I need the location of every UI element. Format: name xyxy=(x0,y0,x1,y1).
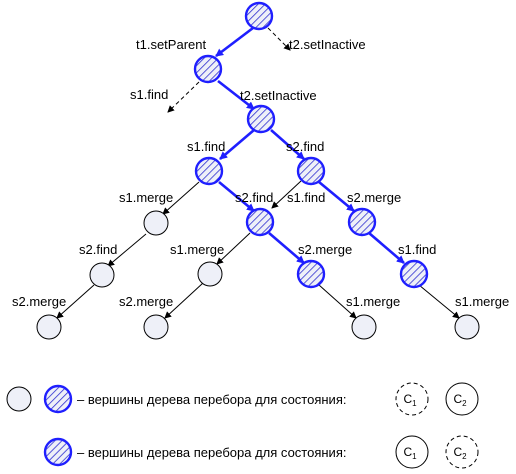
edge-n4-to-n5 xyxy=(271,180,302,209)
edge-n2-to-n3 xyxy=(219,129,255,160)
legend-state-c2-dashed: C2 xyxy=(445,435,479,469)
legend-state-c1-dashed: C1 xyxy=(395,382,429,416)
node-g5 xyxy=(143,314,169,340)
label-s2-merge-a: s2.merge xyxy=(347,190,401,205)
legend: – вершины дерева перебора для состояния:… xyxy=(6,382,479,469)
node-g7 xyxy=(454,314,480,340)
node-n7 xyxy=(347,207,377,237)
svg-text:C2: C2 xyxy=(453,392,467,408)
legend-hatched-node-row1 xyxy=(43,384,73,414)
svg-text:C1: C1 xyxy=(403,392,417,408)
node-n5 xyxy=(245,207,275,237)
tree-nodes xyxy=(36,1,480,340)
edge-n3-to-n5 xyxy=(218,180,255,213)
legend-plain-node xyxy=(6,386,32,412)
legend-state-c2-solid: C2 xyxy=(445,382,479,416)
label-s2-find-a: s2.find xyxy=(286,139,324,154)
edge-n1-to-n2 xyxy=(217,79,255,111)
node-n4 xyxy=(296,156,326,186)
label-s1-merge-d: s1.merge xyxy=(455,294,509,309)
edge-n6-to-g6 xyxy=(318,284,357,319)
label-t1-setparent: t1.setParent xyxy=(136,37,206,52)
edge-n1-to-dangling xyxy=(167,81,200,113)
label-s2-merge-b: s2.merge xyxy=(298,242,352,257)
node-g3 xyxy=(36,314,62,340)
edge-g1-to-g2 xyxy=(107,233,147,267)
edge-n7-to-n8 xyxy=(368,232,405,264)
node-root xyxy=(244,1,274,31)
legend-row2-text: – вершины дерева перебора для состояния: xyxy=(77,445,346,460)
label-s2-merge-d: s2.merge xyxy=(119,294,173,309)
node-g2 xyxy=(89,262,115,288)
label-s2-find-b: s2.find xyxy=(235,190,273,205)
node-n6 xyxy=(296,259,326,289)
label-s2-merge-c: s2.merge xyxy=(12,294,66,309)
edge-n5-to-n6 xyxy=(268,232,305,264)
label-s1-find-left: s1.find xyxy=(130,87,168,102)
svg-text:C2: C2 xyxy=(453,445,467,461)
edge-n4-to-n7 xyxy=(318,180,355,213)
label-s1-find-c: s1.find xyxy=(398,242,436,257)
edge-g2-to-g3 xyxy=(56,284,95,319)
svg-text:C1: C1 xyxy=(403,445,417,461)
edge-root-to-n1 xyxy=(215,26,254,58)
node-g1 xyxy=(143,210,169,236)
node-n3 xyxy=(194,156,224,186)
edge-n3-to-g1 xyxy=(162,181,200,215)
highlighted-edges xyxy=(215,26,405,264)
label-s1-merge-b: s1.merge xyxy=(170,242,224,257)
label-t2-setinactive-top: t2.setInactive xyxy=(289,37,366,52)
edge-labels: t1.setParent t2.setInactive s1.find t2.s… xyxy=(12,37,509,309)
node-g6 xyxy=(351,314,377,340)
dashed-edges xyxy=(167,27,291,113)
edge-n2-to-n4 xyxy=(270,129,305,160)
label-s1-merge-a: s1.merge xyxy=(119,190,173,205)
edge-n5-to-g4 xyxy=(216,232,251,265)
legend-row1-text: – вершины дерева перебора для состояния: xyxy=(77,392,346,407)
legend-state-c1-solid: C1 xyxy=(395,435,429,469)
label-s1-merge-c: s1.merge xyxy=(346,294,400,309)
regular-edges xyxy=(56,180,460,319)
label-s2-find-c: s2.find xyxy=(79,242,117,257)
legend-hatched-node-row2 xyxy=(43,437,73,467)
node-n1 xyxy=(193,54,223,84)
node-n8 xyxy=(399,259,429,289)
node-g4 xyxy=(197,261,223,287)
edge-n8-to-g7 xyxy=(418,284,460,319)
label-t2-setinactive-mid: t2.setInactive xyxy=(240,88,317,103)
label-s1-find-a: s1.find xyxy=(187,139,225,154)
edge-root-to-dangling xyxy=(267,27,291,51)
edge-g4-to-g5 xyxy=(164,282,204,319)
node-n2 xyxy=(246,104,276,134)
label-s1-find-b: s1.find xyxy=(287,190,325,205)
